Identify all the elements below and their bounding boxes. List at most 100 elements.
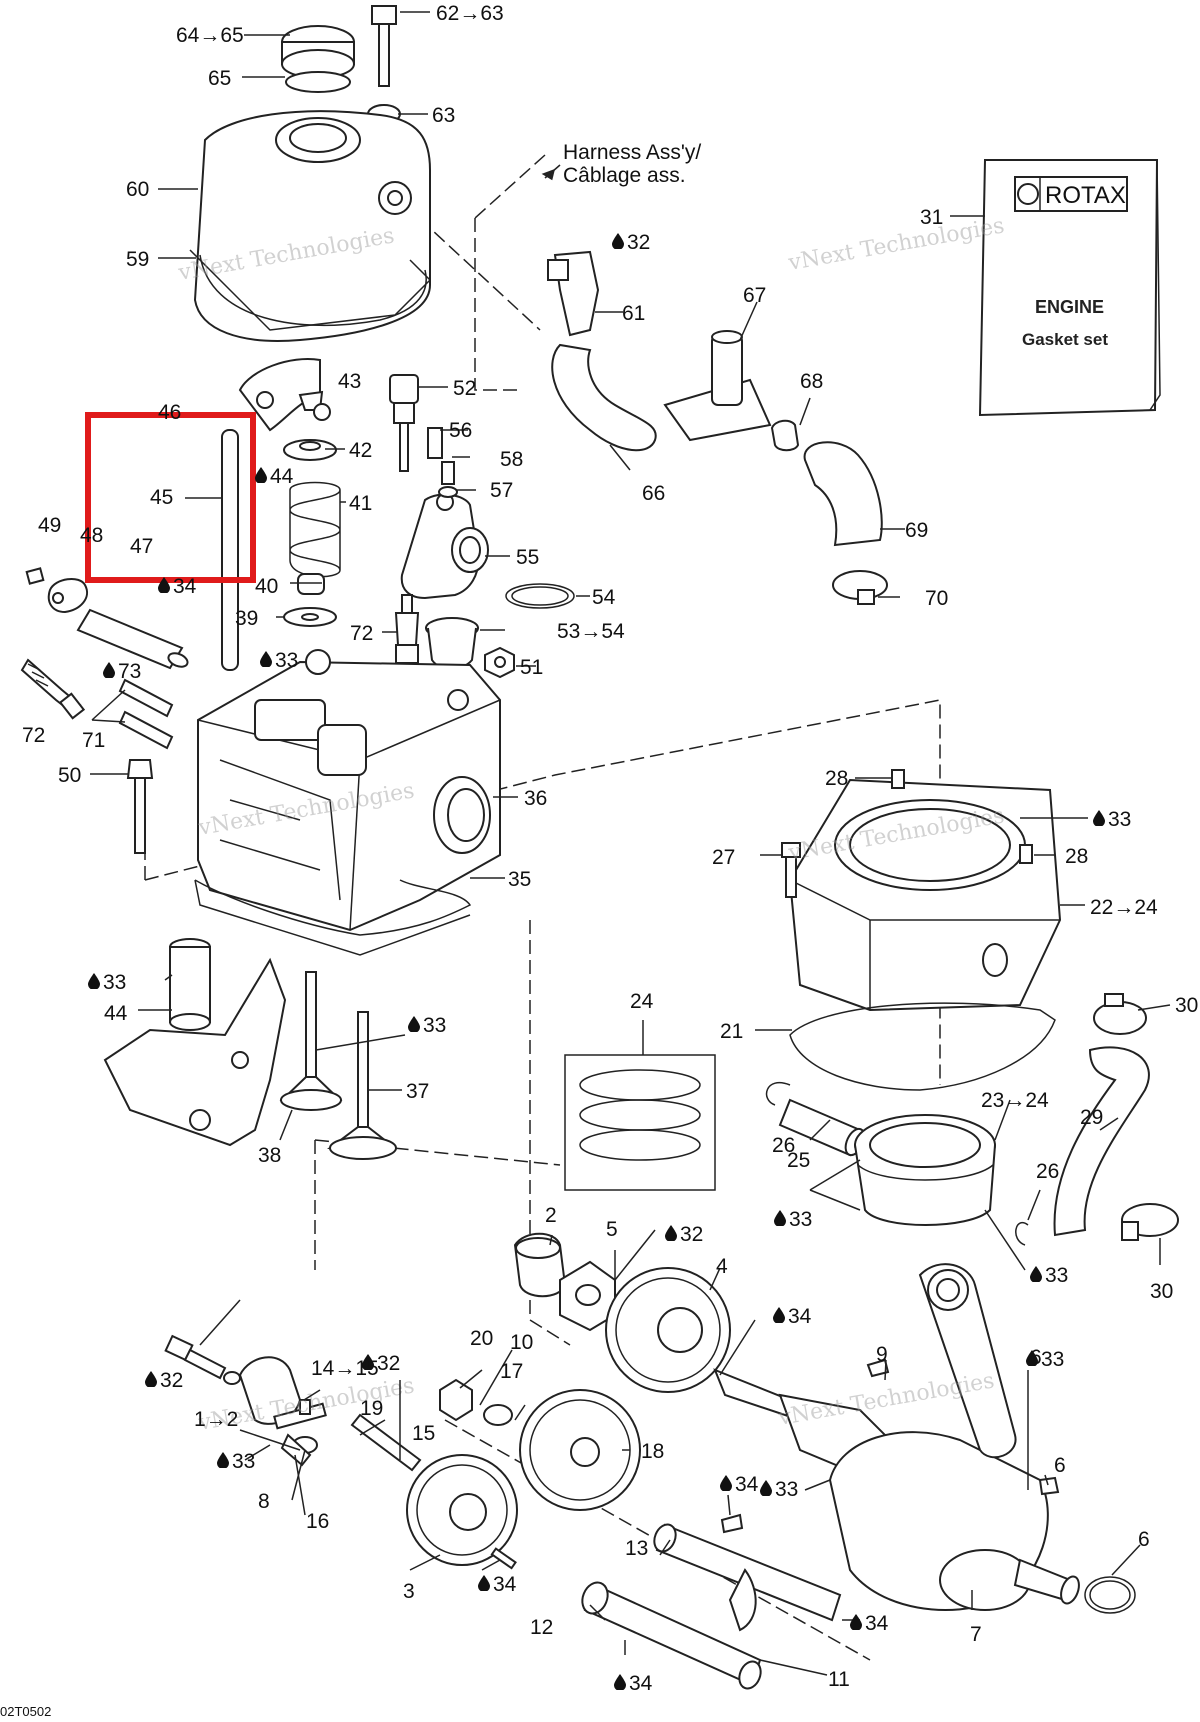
thermostat bbox=[425, 617, 479, 670]
callout-text: 32 bbox=[627, 231, 650, 254]
callout-text: 6 bbox=[1030, 1346, 1042, 1369]
callout-33: 33 bbox=[1026, 1348, 1064, 1371]
callout-64-65: 64→65 bbox=[176, 24, 244, 47]
callout-70: 70 bbox=[925, 587, 948, 610]
callout-text: 44 bbox=[270, 465, 294, 488]
valve-cover bbox=[193, 110, 431, 342]
callout-44: 44 bbox=[104, 1002, 128, 1025]
callout-62-63: 62→63 bbox=[436, 2, 504, 25]
callout-text: 67 bbox=[743, 284, 766, 307]
callout-16: 16 bbox=[306, 1510, 329, 1533]
callout-32: 32 bbox=[665, 1223, 703, 1246]
callout-41: 41 bbox=[349, 492, 372, 515]
callout-43: 43 bbox=[338, 370, 361, 393]
callout-text: 6 bbox=[1054, 1454, 1066, 1477]
crankshaft bbox=[713, 1368, 1080, 1611]
callout-text: 55 bbox=[516, 546, 539, 569]
cylinder bbox=[788, 769, 1062, 1012]
thermostat-housing bbox=[400, 493, 489, 600]
callout-19: 19 bbox=[360, 1397, 383, 1420]
callout-33: 33 bbox=[260, 649, 298, 672]
callout-text: 40 bbox=[255, 575, 278, 598]
callout-24: 24 bbox=[630, 990, 654, 1013]
callout-59: 59 bbox=[126, 248, 149, 271]
push-rod bbox=[221, 429, 239, 671]
callout-text: 73 bbox=[118, 660, 141, 683]
callout-34: 34 bbox=[773, 1305, 812, 1328]
callout-text: 41 bbox=[349, 492, 372, 515]
oil-drop-icon bbox=[408, 1016, 420, 1032]
callout-text: 49 bbox=[38, 514, 61, 537]
callout-text: 33 bbox=[775, 1478, 798, 1501]
callout-text: 50 bbox=[58, 764, 81, 787]
callout-labels: 64→656562→636360593261316768696670434652… bbox=[22, 2, 1198, 1695]
rocker-shaft-plate bbox=[25, 567, 88, 614]
watermark-text: vNext Technologies bbox=[786, 213, 1007, 276]
crank-nut bbox=[559, 1260, 616, 1332]
callout-text: 12 bbox=[530, 1616, 553, 1639]
callout-text: 53→54 bbox=[557, 620, 625, 643]
valve-spring-retainer bbox=[283, 439, 337, 461]
callout-text: 64→65 bbox=[176, 24, 244, 47]
callout-text: 7 bbox=[970, 1623, 982, 1646]
valve-stem-seal bbox=[297, 573, 325, 595]
oil-drop-icon bbox=[612, 233, 624, 249]
drive-gear-large bbox=[605, 1267, 731, 1393]
callout-text: 33 bbox=[232, 1450, 255, 1473]
oil-drop-icon bbox=[760, 1480, 772, 1496]
callout-6: 6 bbox=[1138, 1528, 1150, 1551]
callout-4: 4 bbox=[716, 1255, 728, 1278]
callout-text: 32 bbox=[377, 1352, 400, 1375]
callout-34: 34 bbox=[614, 1672, 653, 1695]
callout-34: 34 bbox=[158, 575, 197, 598]
callout-text: 27 bbox=[712, 846, 735, 869]
hose-plug bbox=[770, 419, 800, 452]
callout-28: 28 bbox=[825, 767, 848, 790]
oil-drop-icon bbox=[145, 1371, 157, 1387]
callout-text: 36 bbox=[524, 787, 547, 810]
drawing-code: 02T0502 bbox=[0, 1704, 51, 1719]
callout-35: 35 bbox=[508, 868, 531, 891]
gasket-set-label: Gasket set bbox=[1022, 330, 1108, 349]
callout-text: 46 bbox=[158, 401, 181, 424]
callout-7: 7 bbox=[970, 1623, 982, 1646]
valve-cover-gasket bbox=[189, 249, 432, 331]
balance-shaft-lower bbox=[581, 1581, 762, 1690]
spring-seat-washer bbox=[283, 607, 337, 627]
callout-13: 13 bbox=[625, 1537, 648, 1560]
callout-text: 23→24 bbox=[981, 1089, 1049, 1112]
callout-28: 28 bbox=[1065, 845, 1088, 868]
callout-12: 12 bbox=[530, 1616, 553, 1639]
callout-32: 32 bbox=[145, 1369, 183, 1392]
rocker-clip bbox=[298, 390, 331, 421]
callout-55: 55 bbox=[516, 546, 539, 569]
callout-text: 42 bbox=[349, 439, 372, 462]
callout-47: 47 bbox=[130, 535, 153, 558]
callout-text: 69 bbox=[905, 519, 928, 542]
callout-63: 63 bbox=[432, 104, 455, 127]
flange-nut bbox=[484, 646, 515, 679]
callout-text: 17 bbox=[500, 1360, 523, 1383]
callout-text: 33 bbox=[275, 649, 298, 672]
base-gasket bbox=[789, 1002, 1056, 1091]
callout-text: 3 bbox=[403, 1580, 415, 1603]
callout-text: 34 bbox=[629, 1672, 653, 1695]
callout-46: 46 bbox=[158, 401, 181, 424]
elbow-hose bbox=[803, 441, 883, 547]
oil-drop-icon bbox=[88, 973, 100, 989]
callout-text: 34 bbox=[735, 1473, 759, 1496]
valve-intake bbox=[327, 1011, 398, 1160]
callout-14-15: 14→15 bbox=[311, 1357, 379, 1380]
callout-text: 6 bbox=[1138, 1528, 1150, 1551]
oil-drop-icon bbox=[614, 1674, 626, 1690]
oil-drop-icon bbox=[720, 1475, 732, 1491]
callout-3: 3 bbox=[403, 1580, 415, 1603]
cylinder-head bbox=[197, 649, 501, 932]
callout-text: 26 bbox=[1036, 1160, 1059, 1183]
callout-33: 33 bbox=[1030, 1264, 1068, 1287]
callout-text: 33 bbox=[423, 1014, 446, 1037]
piston-circlips bbox=[765, 1082, 1029, 1246]
callout-text: 26 bbox=[772, 1134, 795, 1157]
callout-text: 22→24 bbox=[1090, 896, 1158, 919]
hose-clamp-upper bbox=[1093, 993, 1147, 1035]
